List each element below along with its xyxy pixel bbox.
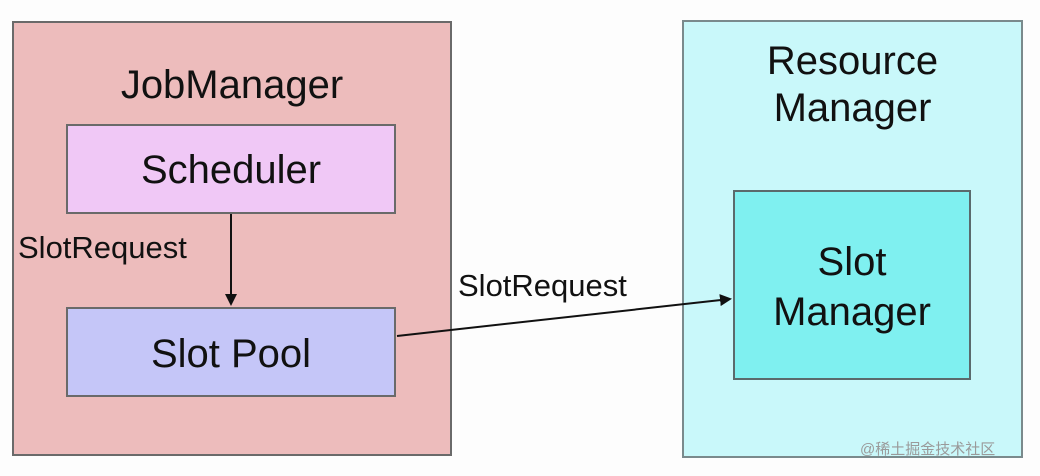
- slot-manager-label: Slot Manager: [773, 240, 931, 334]
- scheduler-box: Scheduler: [66, 124, 396, 214]
- jobmanager-label: JobManager: [120, 63, 344, 107]
- slot-pool-box: Slot Pool: [66, 307, 396, 397]
- edge-label-slotpool-to-slotmanager: SlotRequest: [458, 268, 627, 303]
- scheduler-label: Scheduler: [140, 148, 322, 192]
- edge-label-scheduler-to-slotpool: SlotRequest: [18, 230, 187, 265]
- slot-manager-box: Slot Manager: [733, 190, 971, 380]
- watermark-text: @稀土掘金技术社区: [860, 441, 996, 458]
- arrow-slotpool-to-slotmanager: [396, 294, 732, 337]
- resource-manager-label: Resource Manager: [766, 39, 939, 130]
- slot-pool-label: Slot Pool: [150, 332, 312, 376]
